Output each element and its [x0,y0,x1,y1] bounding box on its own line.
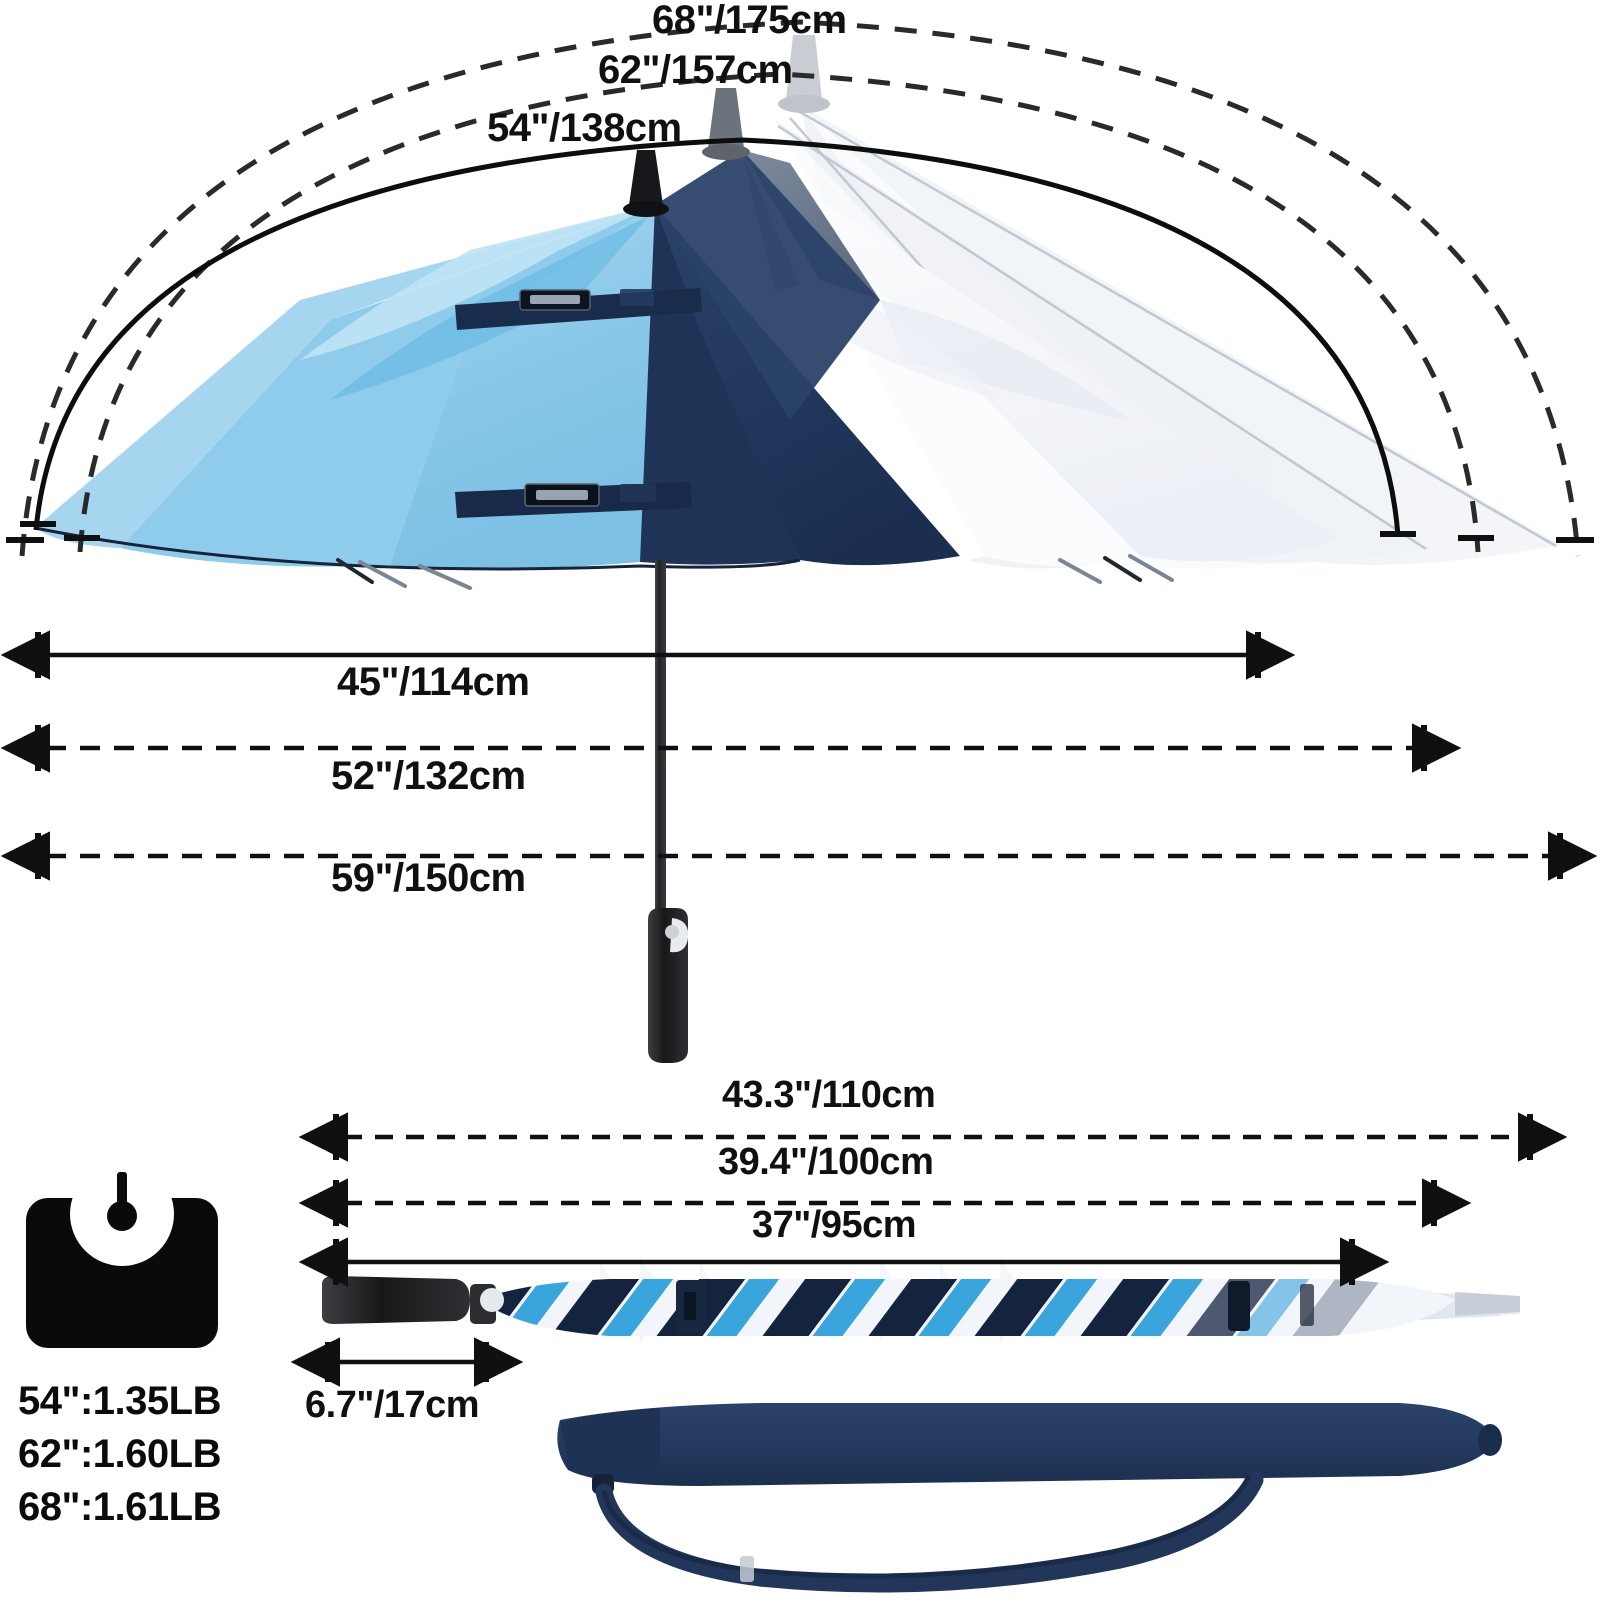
arc-dimension-54 [20,137,1416,537]
span-label-59: 59"/150cm [331,856,526,900]
arc-dimension-62 [64,71,1494,553]
handle-dimension-67 [290,1337,524,1387]
arc-dimension-68 [6,19,1594,557]
span-dimension-45 [0,630,1296,680]
umbrella-shaft [655,560,666,1060]
span-dimension-52 [0,723,1462,773]
carrying-case [557,1403,1502,1593]
handle-label-67: 6.7"/17cm [305,1384,480,1426]
weight-item-54: 54":1.35LB [18,1379,221,1423]
canopy-rib-tips [336,556,1142,584]
weight-list: 54":1.35LB 62":1.60LB 68":1.61LB [18,1375,221,1533]
finial-black-54 [623,150,669,217]
weight-scale-icon [26,1172,218,1348]
velcro-strap-upper [455,288,702,330]
folded-label-39: 39.4"/100cm [718,1141,934,1183]
folded-dimension-43 [298,1112,1568,1162]
finial-light-68 [778,35,830,113]
folded-dimension-37 [298,1237,1390,1287]
velcro-strap-lower [455,482,692,518]
canopy-bottom-edge [34,526,801,571]
folded-label-43: 43.3"/110cm [722,1074,936,1116]
shoulder-strap [595,1471,1264,1593]
umbrella-handle [648,908,689,1063]
arc-label-54: 54"/138cm [487,106,682,150]
span-label-45: 45"/114cm [337,660,530,704]
arc-label-62: 62"/157cm [598,48,793,92]
folded-label-37: 37"/95cm [752,1204,917,1246]
span-dimension-59 [0,831,1598,881]
folded-handle [322,1276,470,1324]
weight-item-68: 68":1.61LB [18,1484,221,1529]
canopy-ribs [358,554,1174,590]
weight-item-62: 62":1.60LB [18,1431,221,1476]
span-label-52: 52"/132cm [331,754,526,798]
finial-gray-62 [702,88,750,160]
arc-label-68: 68"/175cm [652,0,847,42]
folded-dimension-39 [298,1178,1472,1228]
